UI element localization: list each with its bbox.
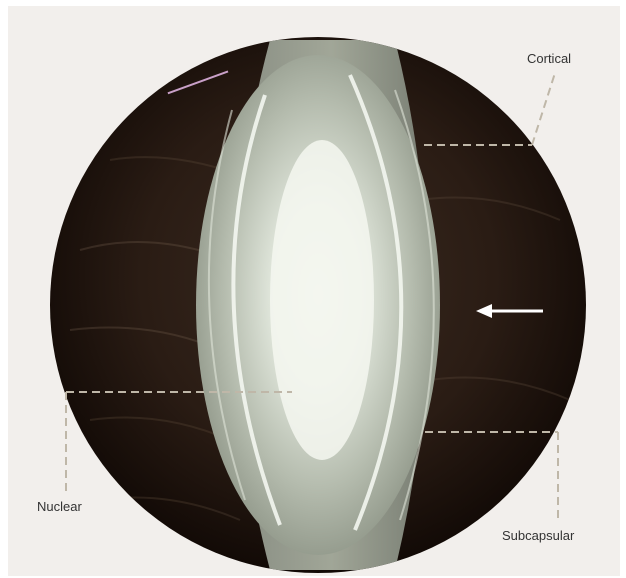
lens-core: [270, 140, 374, 460]
subcapsular-label: Subcapsular: [502, 528, 574, 543]
cortical-leader-diag: [532, 73, 555, 145]
nuclear-label: Nuclear: [37, 499, 82, 514]
cortical-label: Cortical: [527, 51, 571, 66]
